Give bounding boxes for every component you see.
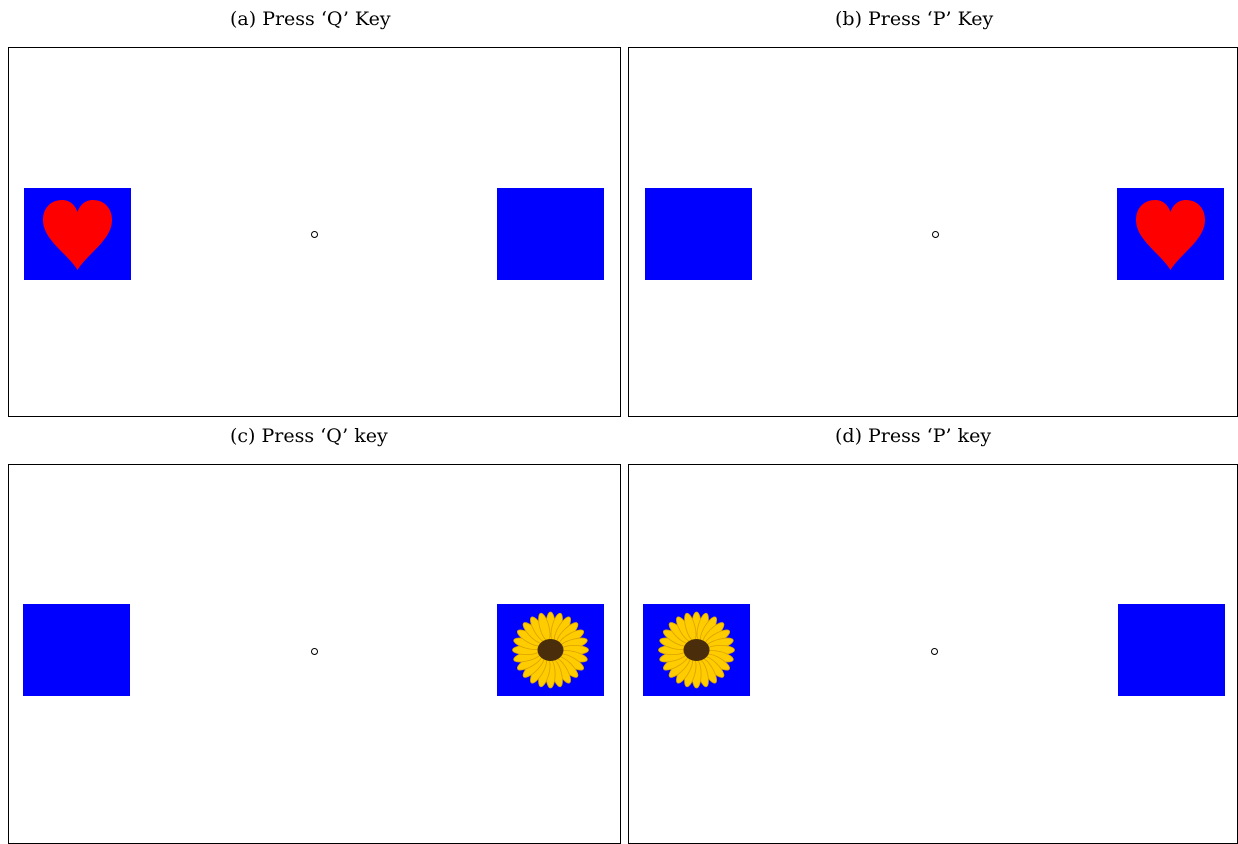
sunflower-icon bbox=[512, 611, 589, 689]
heart-icon bbox=[1136, 200, 1205, 270]
right-box bbox=[1117, 188, 1224, 280]
fixation-circle-icon bbox=[311, 231, 318, 238]
sunflower-icon bbox=[658, 611, 735, 689]
right-box bbox=[497, 604, 604, 696]
panel-b bbox=[628, 47, 1238, 417]
left-box bbox=[645, 188, 752, 280]
right-box bbox=[497, 188, 604, 280]
panel-a bbox=[8, 47, 621, 417]
fixation-circle-icon bbox=[311, 648, 318, 655]
left-box bbox=[23, 604, 130, 696]
fixation-circle-icon bbox=[932, 231, 939, 238]
caption-c: (c) Press ‘Q’ key bbox=[230, 425, 388, 447]
left-box bbox=[24, 188, 131, 280]
left-box bbox=[643, 604, 750, 696]
heart-icon bbox=[43, 200, 112, 270]
right-box bbox=[1118, 604, 1225, 696]
caption-a: (a) Press ‘Q’ Key bbox=[230, 8, 391, 30]
caption-d: (d) Press ‘P’ key bbox=[835, 425, 992, 447]
flower-center bbox=[683, 639, 710, 661]
panel-d bbox=[628, 464, 1238, 844]
panel-c bbox=[8, 464, 621, 844]
flower-center bbox=[537, 639, 564, 661]
fixation-circle-icon bbox=[931, 648, 938, 655]
caption-b: (b) Press ‘P’ Key bbox=[835, 8, 994, 30]
